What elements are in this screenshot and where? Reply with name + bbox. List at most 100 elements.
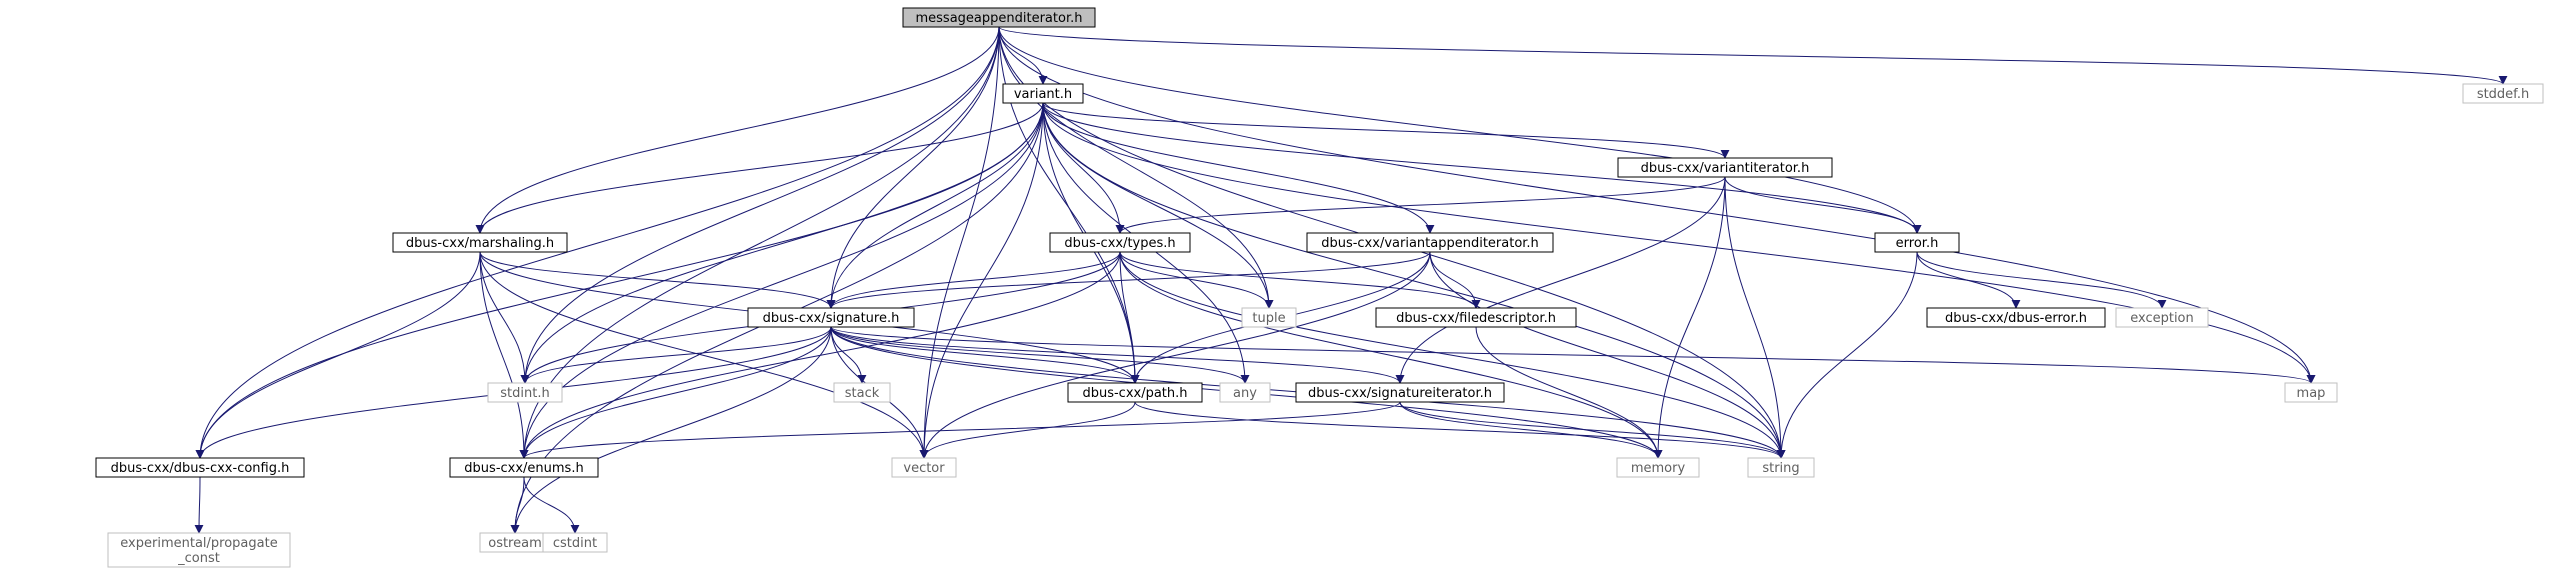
- edge-variant-to-error: [1042, 102, 1922, 234]
- node-variant[interactable]: variant.h: [1002, 83, 1084, 104]
- node-box-memory: [1616, 457, 1700, 478]
- node-label-map: map: [2297, 386, 2326, 401]
- node-exception: exception: [2115, 307, 2209, 328]
- node-root[interactable]: messageappenditerator.h: [902, 7, 1096, 28]
- edge-sigiter-to-string: [1399, 401, 1786, 459]
- edge-variant-to-variantappenditerator: [1042, 102, 1435, 234]
- edge-signature-to-path: [830, 326, 1140, 384]
- edge-variant-to-map: [1042, 102, 2316, 384]
- edge-enums-to-ostream: [510, 476, 525, 534]
- node-label-enums: dbus-cxx/enums.h: [464, 461, 583, 476]
- edge-marshaling-to-config: [195, 251, 481, 459]
- node-variantappenditerator[interactable]: dbus-cxx/variantappenditerator.h: [1306, 232, 1554, 253]
- node-error[interactable]: error.h: [1874, 232, 1960, 253]
- node-box-stdint: [487, 382, 563, 403]
- node-stack: stack: [833, 382, 891, 403]
- edge-root-to-stddef: [998, 26, 2508, 85]
- edge-types-to-string: [1119, 251, 1786, 459]
- edge-variant-to-variantiterator: [1042, 102, 1730, 159]
- node-label-propagate: experimental/propagate: [120, 536, 277, 551]
- edge-variantiterator-to-sigiter: [1395, 176, 1726, 384]
- node-label-exception: exception: [2130, 311, 2194, 326]
- edge-types-to-memory: [1119, 251, 1663, 459]
- edge-path-to-vector: [919, 401, 1136, 459]
- node-box-filedescriptor: [1375, 307, 1577, 328]
- node-enums[interactable]: dbus-cxx/enums.h: [449, 457, 599, 478]
- node-label-stddef: stddef.h: [2477, 87, 2529, 102]
- edge-variantiterator-to-error: [1724, 176, 1922, 234]
- node-label-error: error.h: [1896, 236, 1939, 251]
- edge-variant-to-marshaling: [475, 102, 1044, 234]
- edge-variantiterator-to-memory: [1653, 176, 1726, 459]
- edge-signature-to-any: [830, 326, 1250, 384]
- edge-variant-to-vector: [919, 102, 1044, 459]
- node-types[interactable]: dbus-cxx/types.h: [1049, 232, 1191, 253]
- edge-variantappenditerator-to-vector: [919, 251, 1431, 459]
- node-label-root: messageappenditerator.h: [916, 11, 1083, 26]
- node-dbuserror[interactable]: dbus-cxx/dbus-error.h: [1926, 307, 2106, 328]
- node-label-signature: dbus-cxx/signature.h: [763, 311, 900, 326]
- node-label-path: dbus-cxx/path.h: [1082, 386, 1187, 401]
- node-label-dbuserror: dbus-cxx/dbus-error.h: [1945, 311, 2087, 326]
- edge-types-to-enums: [519, 251, 1121, 459]
- node-label-stdint: stdint.h: [500, 386, 549, 401]
- edge-marshaling-to-enums: [479, 251, 529, 459]
- edge-enums-to-cstdint: [523, 476, 580, 534]
- node-signature[interactable]: dbus-cxx/signature.h: [747, 307, 915, 328]
- edge-variant-to-types: [1042, 102, 1125, 234]
- edge-sigiter-to-memory: [1399, 401, 1663, 459]
- node-filedescriptor[interactable]: dbus-cxx/filedescriptor.h: [1375, 307, 1577, 328]
- edge-root-to-config: [195, 26, 1000, 459]
- edge-variantiterator-to-types: [1115, 176, 1726, 234]
- node-box-variantiterator: [1617, 157, 1833, 178]
- edge-variantiterator-to-string: [1724, 176, 1786, 459]
- edge-root-to-enums: [519, 26, 1000, 459]
- edge-config-to-propagate: [194, 476, 204, 534]
- edge-marshaling-to-stdint: [479, 251, 530, 384]
- edge-layer: [194, 26, 2508, 534]
- edge-signature-to-map: [830, 326, 2316, 384]
- edge-root-to-stdint: [520, 26, 1000, 384]
- edge-sigiter-to-enums: [519, 401, 1401, 459]
- edge-root-to-signature: [826, 26, 1000, 309]
- node-any: any: [1219, 382, 1271, 403]
- node-box-enums: [449, 457, 599, 478]
- node-box-variantappenditerator: [1306, 232, 1554, 253]
- edge-signature-to-stdint: [520, 326, 832, 384]
- node-box-vector: [891, 457, 957, 478]
- node-label-marshaling: dbus-cxx/marshaling.h: [406, 236, 554, 251]
- node-propagate: experimental/propagate_const: [107, 532, 291, 568]
- node-variantiterator[interactable]: dbus-cxx/variantiterator.h: [1617, 157, 1833, 178]
- node-sigiter[interactable]: dbus-cxx/signatureiterator.h: [1295, 382, 1505, 403]
- node-layer: messageappenditerator.h variant.h stddef.h…: [95, 7, 2544, 568]
- edge-variantappenditerator-to-signature: [826, 251, 1431, 309]
- node-path[interactable]: dbus-cxx/path.h: [1067, 382, 1203, 403]
- edge-types-to-signature: [826, 251, 1121, 309]
- node-box-cstdint: [542, 532, 608, 553]
- edge-root-to-tuple: [998, 26, 1274, 309]
- node-stdint: stdint.h: [487, 382, 563, 403]
- node-config[interactable]: dbus-cxx/dbus-cxx-config.h: [95, 457, 305, 478]
- edge-types-to-tuple: [1119, 251, 1274, 309]
- node-box-sigiter: [1295, 382, 1505, 403]
- edge-signature-to-sigiter: [830, 326, 1405, 384]
- node-box-string: [1747, 457, 1815, 478]
- node-box-config: [95, 457, 305, 478]
- node-box-root: [902, 7, 1096, 28]
- edge-signature-to-stack: [830, 326, 867, 384]
- node-label-propagate: _const: [177, 551, 220, 566]
- edge-root-to-error: [998, 26, 1922, 234]
- edge-types-to-path: [1119, 251, 1140, 384]
- node-marshaling[interactable]: dbus-cxx/marshaling.h: [392, 232, 568, 253]
- node-label-tuple: tuple: [1252, 311, 1285, 326]
- node-label-stack: stack: [845, 386, 880, 401]
- node-string: string: [1747, 457, 1815, 478]
- node-label-variantappenditerator: dbus-cxx/variantappenditerator.h: [1321, 236, 1539, 251]
- node-box-dbuserror: [1926, 307, 2106, 328]
- edge-root-to-marshaling: [475, 26, 1000, 234]
- node-box-tuple: [1241, 307, 1297, 328]
- node-box-variant: [1002, 83, 1084, 104]
- node-tuple: tuple: [1241, 307, 1297, 328]
- node-box-exception: [2115, 307, 2209, 328]
